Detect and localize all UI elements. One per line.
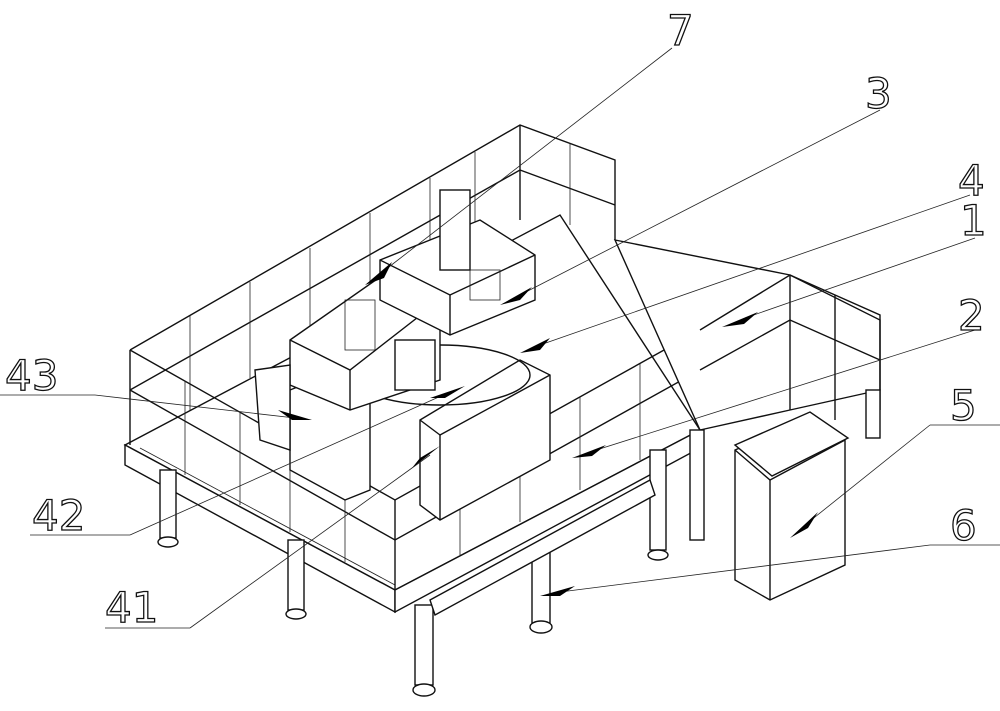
label-6: 6: [950, 501, 977, 550]
label-1: 1: [960, 196, 987, 245]
label-2: 2: [958, 291, 985, 340]
electrical-cabinet: [735, 412, 848, 600]
label-41: 41: [105, 583, 158, 632]
label-43: 43: [5, 351, 58, 400]
label-3: 3: [865, 69, 892, 118]
label-7: 7: [667, 6, 694, 55]
label-5: 5: [950, 381, 977, 430]
label-42: 42: [32, 491, 85, 540]
